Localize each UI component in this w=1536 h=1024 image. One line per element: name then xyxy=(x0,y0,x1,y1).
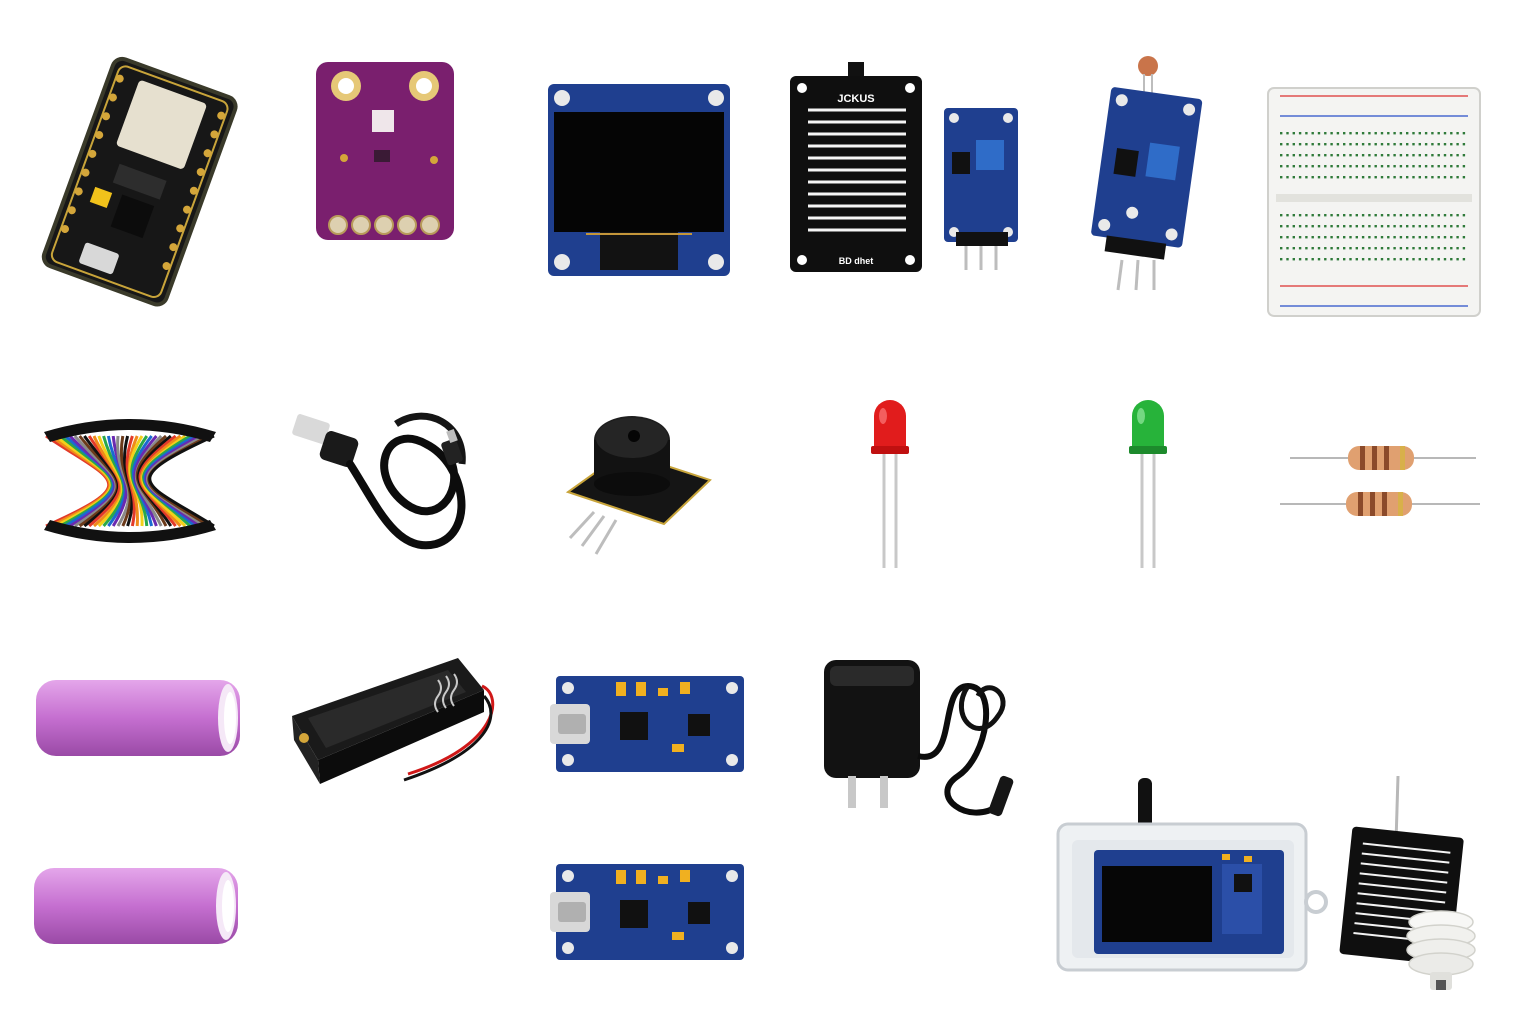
usb-cable-icon xyxy=(286,404,484,556)
weather-station-enclosure-icon xyxy=(1054,774,1328,974)
green-led-icon xyxy=(1126,396,1170,572)
esp32-board-icon xyxy=(20,56,250,307)
rain-board-bottom-label: BD dhet xyxy=(839,256,874,266)
buzzer-module-icon xyxy=(564,408,714,558)
purple-sensor-board-icon xyxy=(314,60,456,242)
rain-sensor-kit-icon: JCKUS BD dhet xyxy=(788,60,1028,294)
breadboard-icon xyxy=(1266,86,1482,320)
radiation-shield-icon xyxy=(1404,908,1478,994)
oled-display-icon xyxy=(546,82,732,278)
resistors-icon xyxy=(1276,440,1484,524)
battery-holder-icon xyxy=(288,656,510,786)
ldr-module-icon xyxy=(1088,52,1203,296)
red-led-icon xyxy=(868,396,912,572)
battery-icon xyxy=(34,678,244,758)
rain-board-top-label: JCKUS xyxy=(837,93,874,105)
power-adapter-icon xyxy=(818,656,1028,832)
jumper-wires-icon xyxy=(34,412,226,552)
charger-board-icon xyxy=(550,674,746,774)
battery-icon xyxy=(32,866,242,946)
charger-board-icon xyxy=(550,862,746,962)
